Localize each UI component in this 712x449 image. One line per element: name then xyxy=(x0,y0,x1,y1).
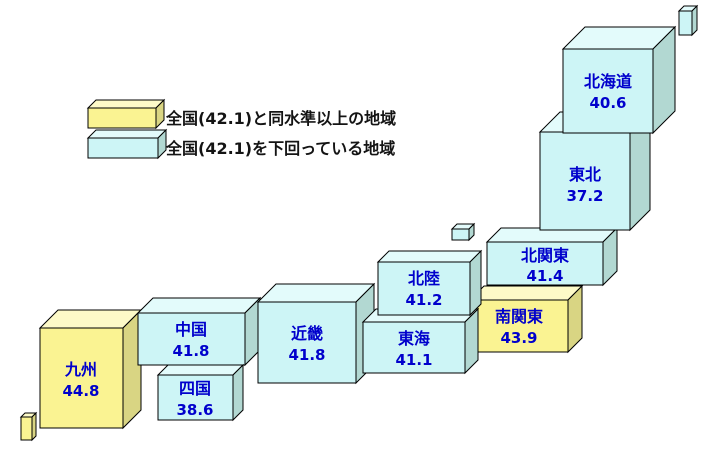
top-face xyxy=(376,250,483,263)
region-name: 九州 xyxy=(64,360,97,379)
region-kyushu: 九州 44.8 xyxy=(38,308,143,430)
front-face xyxy=(39,327,124,429)
small-island-box-okinawa xyxy=(19,411,38,442)
side-face xyxy=(232,363,244,422)
region-tokai: 東海 41.1 xyxy=(361,307,480,375)
region-chugoku: 中国 41.8 xyxy=(136,296,262,367)
region-shikoku: 四国 38.6 xyxy=(156,363,245,422)
region-name: 四国 xyxy=(179,379,211,398)
front-face xyxy=(87,137,159,159)
front-face xyxy=(678,10,693,36)
side-face xyxy=(31,411,37,442)
front-face xyxy=(157,374,234,421)
legend: 全国(42.1)と同水準以上の地域 全国(42.1)を下回っている地域 xyxy=(86,98,396,160)
region-name: 北海道 xyxy=(584,72,632,91)
region-minami-kanto: 南関東 43.9 xyxy=(468,284,584,354)
region-value: 41.8 xyxy=(172,342,209,360)
region-name: 南関東 xyxy=(495,307,543,326)
region-value: 41.8 xyxy=(288,346,325,364)
front-face xyxy=(257,301,357,384)
region-name: 中国 xyxy=(175,320,207,339)
region-value: 37.2 xyxy=(566,187,603,205)
side-face xyxy=(469,249,482,317)
front-face xyxy=(20,416,33,441)
front-face xyxy=(486,241,604,286)
region-hokuriku: 北陸 41.2 xyxy=(376,249,483,317)
region-hokkaido: 北海道 40.6 xyxy=(561,25,677,135)
legend-label-above: 全国(42.1)と同水準以上の地域 xyxy=(165,109,396,128)
region-name: 北関東 xyxy=(521,246,569,265)
region-name: 近畿 xyxy=(291,324,323,343)
region-value: 41.1 xyxy=(395,351,432,369)
front-face xyxy=(362,321,466,374)
front-face xyxy=(377,261,471,316)
region-value: 41.4 xyxy=(526,267,563,285)
region-kinki: 近畿 41.8 xyxy=(256,282,376,385)
region-value: 44.8 xyxy=(62,382,99,400)
region-kita-kanto: 北関東 41.4 xyxy=(485,226,619,287)
top-face xyxy=(136,297,262,314)
region-value: 43.9 xyxy=(500,329,537,347)
front-face xyxy=(562,48,654,134)
region-value: 40.6 xyxy=(589,94,626,112)
front-face xyxy=(539,131,631,231)
region-name: 東北 xyxy=(569,165,601,184)
region-name: 東海 xyxy=(398,329,430,348)
region-value: 41.2 xyxy=(405,291,442,309)
top-face xyxy=(86,99,166,109)
legend-swatch-above xyxy=(86,98,166,130)
region-name: 北陸 xyxy=(408,269,440,288)
legend-label-below: 全国(42.1)を下回っている地域 xyxy=(165,139,395,158)
legend-swatch-below xyxy=(86,128,168,160)
side-face xyxy=(691,4,698,37)
top-face xyxy=(468,285,584,301)
small-island-box-sado xyxy=(450,222,476,242)
front-face xyxy=(451,228,470,241)
top-face xyxy=(86,129,168,139)
front-face xyxy=(87,107,157,129)
top-face xyxy=(256,283,376,303)
region-value: 38.6 xyxy=(176,401,213,419)
small-island-box-northeast xyxy=(677,4,699,37)
top-face xyxy=(156,364,245,376)
